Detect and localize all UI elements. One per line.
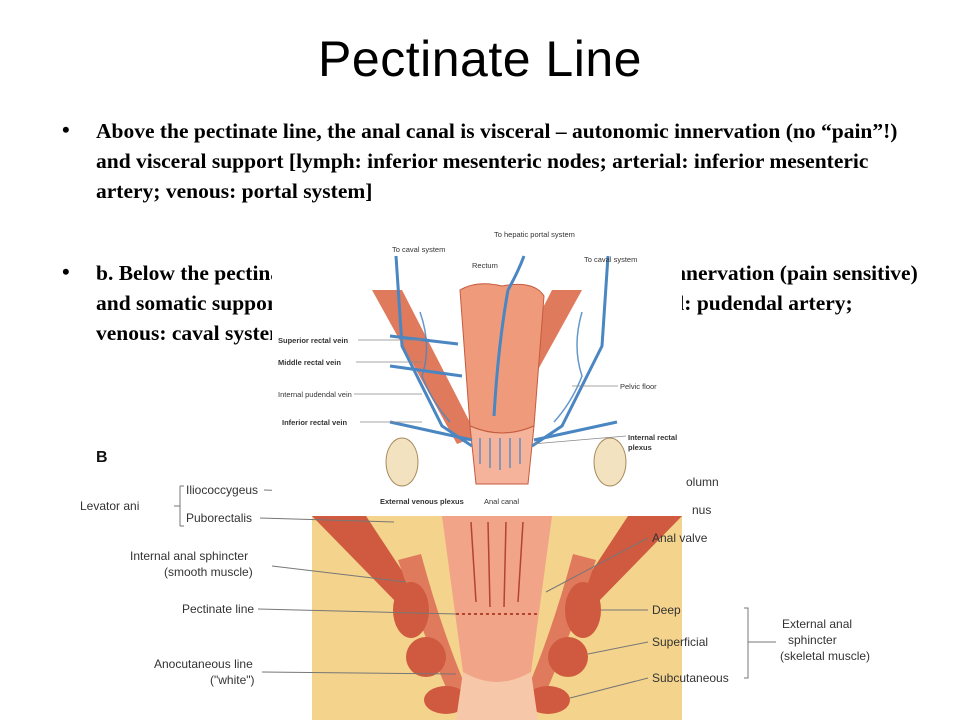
levator-ani-label: Levator ani (80, 499, 139, 513)
rectal-venous-drainage-diagram: To caval system To hepatic portal system… (272, 226, 682, 512)
superficial-external-right (548, 637, 588, 677)
superior-rectal-vein-label: Superior rectal vein (278, 336, 348, 345)
external-sphincter-note: (skeletal muscle) (780, 649, 870, 663)
puborectalis-label: Puborectalis (186, 511, 252, 525)
anoderm (456, 672, 538, 720)
rectum-label: Rectum (472, 261, 498, 270)
pectinate-line-label: Pectinate line (182, 602, 254, 616)
pelvic-floor-label: Pelvic floor (620, 382, 657, 391)
bullet-dot: • (62, 259, 70, 284)
external-sphincter-label: External anal (782, 617, 852, 631)
subcutaneous-label: Subcutaneous (652, 671, 729, 685)
bullet-above-pectinate: • Above the pectinate line, the anal can… (58, 116, 918, 206)
internal-rectal-plexus-label: Internal rectal (628, 433, 677, 442)
middle-rectal-vein-label: Middle rectal vein (278, 358, 341, 367)
anal-canal-mucosa (442, 516, 552, 682)
internal-sphincter-sublabel: (smooth muscle) (164, 565, 253, 579)
anal-canal-body (469, 425, 535, 485)
anal-column-label: olumn (686, 475, 719, 489)
anocutaneous-label: Anocutaneous line (154, 657, 253, 671)
internal-sphincter-label: Internal anal sphincter (130, 549, 248, 563)
ischium-right (593, 437, 627, 487)
iliococcygeus-label: Iliococcygeus (186, 483, 258, 497)
panel-letter: B (96, 449, 108, 466)
top-leader-lines (354, 339, 627, 445)
external-venous-plexus-label: External venous plexus (380, 497, 464, 506)
subcutaneous-external-right (526, 686, 570, 714)
bullet-text: Above the pectinate line, the anal canal… (96, 119, 898, 203)
anal-columns (470, 521, 524, 608)
to-caval-right-label: To caval system (584, 255, 637, 264)
to-hepatic-label: To hepatic portal system (494, 230, 575, 239)
deep-external-right (565, 582, 601, 638)
bullet-dot: • (62, 117, 70, 142)
anal-canal-label: Anal canal (484, 497, 519, 506)
anal-valve-label: Anal valve (652, 531, 708, 545)
superficial-external-left (406, 637, 446, 677)
right-leader-lines (545, 537, 776, 699)
levator-right-muscle (578, 516, 682, 602)
internal-rectal-plexus-sublabel: plexus (628, 443, 652, 452)
deep-label: Deep (652, 603, 681, 617)
rectum-body (459, 283, 545, 434)
venous-plexus (419, 311, 583, 470)
subcutaneous-external-left (424, 686, 468, 714)
anal-sinus-label: nus (692, 503, 711, 517)
external-sphincter-sublabel: sphincter (788, 633, 837, 647)
slide-title: Pectinate Line (318, 31, 642, 87)
internal-pudendal-vein-label: Internal pudendal vein (278, 390, 352, 399)
deep-external-left (393, 582, 429, 638)
anal-canal-section-diagram: B Levator ani Iliococcygeus Puborectalis… (80, 449, 870, 720)
anocutaneous-sublabel: ("white") (210, 673, 255, 687)
superficial-label: Superficial (652, 635, 708, 649)
to-caval-left-label: To caval system (392, 245, 445, 254)
inferior-rectal-vein-label: Inferior rectal vein (282, 418, 347, 427)
ischium-left (385, 437, 419, 487)
